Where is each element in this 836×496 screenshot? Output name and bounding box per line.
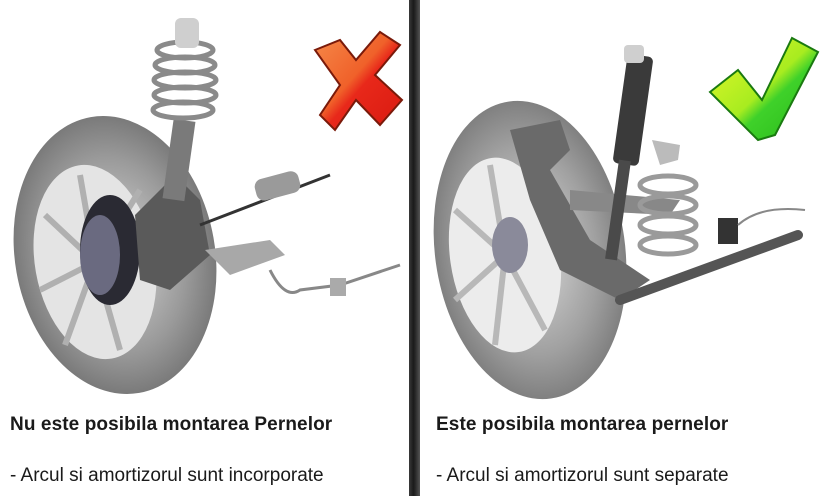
left-panel: Nu este posibila montarea Pernelor - Arc… — [0, 0, 409, 496]
left-caption-title: Nu este posibila montarea Pernelor — [10, 414, 333, 435]
right-panel: Este posibila montarea pernelor - Arcul … — [420, 0, 836, 496]
right-caption-title: Este posibila montarea pernelor — [436, 414, 729, 435]
separate-spring-suspension-illustration — [433, 36, 820, 400]
left-caption-description: - Arcul si amortizorul sunt incorporate — [10, 465, 324, 486]
right-caption-description: - Arcul si amortizorul sunt separate — [436, 465, 729, 486]
green-check-icon — [708, 36, 820, 142]
strut-suspension-illustration — [13, 18, 404, 394]
panel-divider — [409, 0, 420, 496]
red-x-icon — [313, 30, 404, 132]
